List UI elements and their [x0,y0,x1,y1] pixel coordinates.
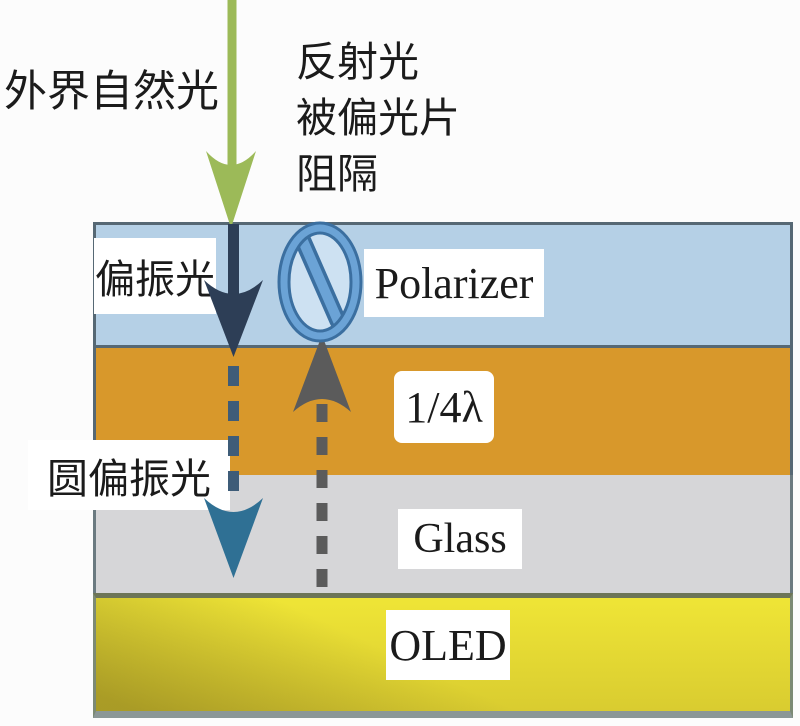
polarizer-label: Polarizer [364,249,544,317]
glass-label: Glass [398,509,522,569]
oled-label: OLED [386,610,510,680]
quarter-wave-label-text: 1/4λ [405,382,483,432]
reflected-light-blocked-line3: 阻隔 [296,151,378,197]
circular-polarized-light-label: 圆偏振光 [28,440,230,510]
circular-polarized-light-label-text: 圆偏振光 [47,456,211,502]
polarized-light-label: 偏振光 [94,238,216,314]
reflected-light-blocked-line1: 反射光 [296,39,419,85]
reflected-light-blocked-line2: 被偏光片 [296,95,460,141]
oled-label-text: OLED [389,620,507,670]
polarizer-label-text: Polarizer [374,258,534,308]
quarter-wave-label: 1/4λ [394,371,494,443]
polarized-light-label-text: 偏振光 [95,258,215,302]
ambient-light-label: 外界自然光 [4,68,219,116]
glass-label-text: Glass [413,516,507,562]
reflected-light-blocked-label: 反射光 被偏光片 阻隔 [296,34,460,202]
